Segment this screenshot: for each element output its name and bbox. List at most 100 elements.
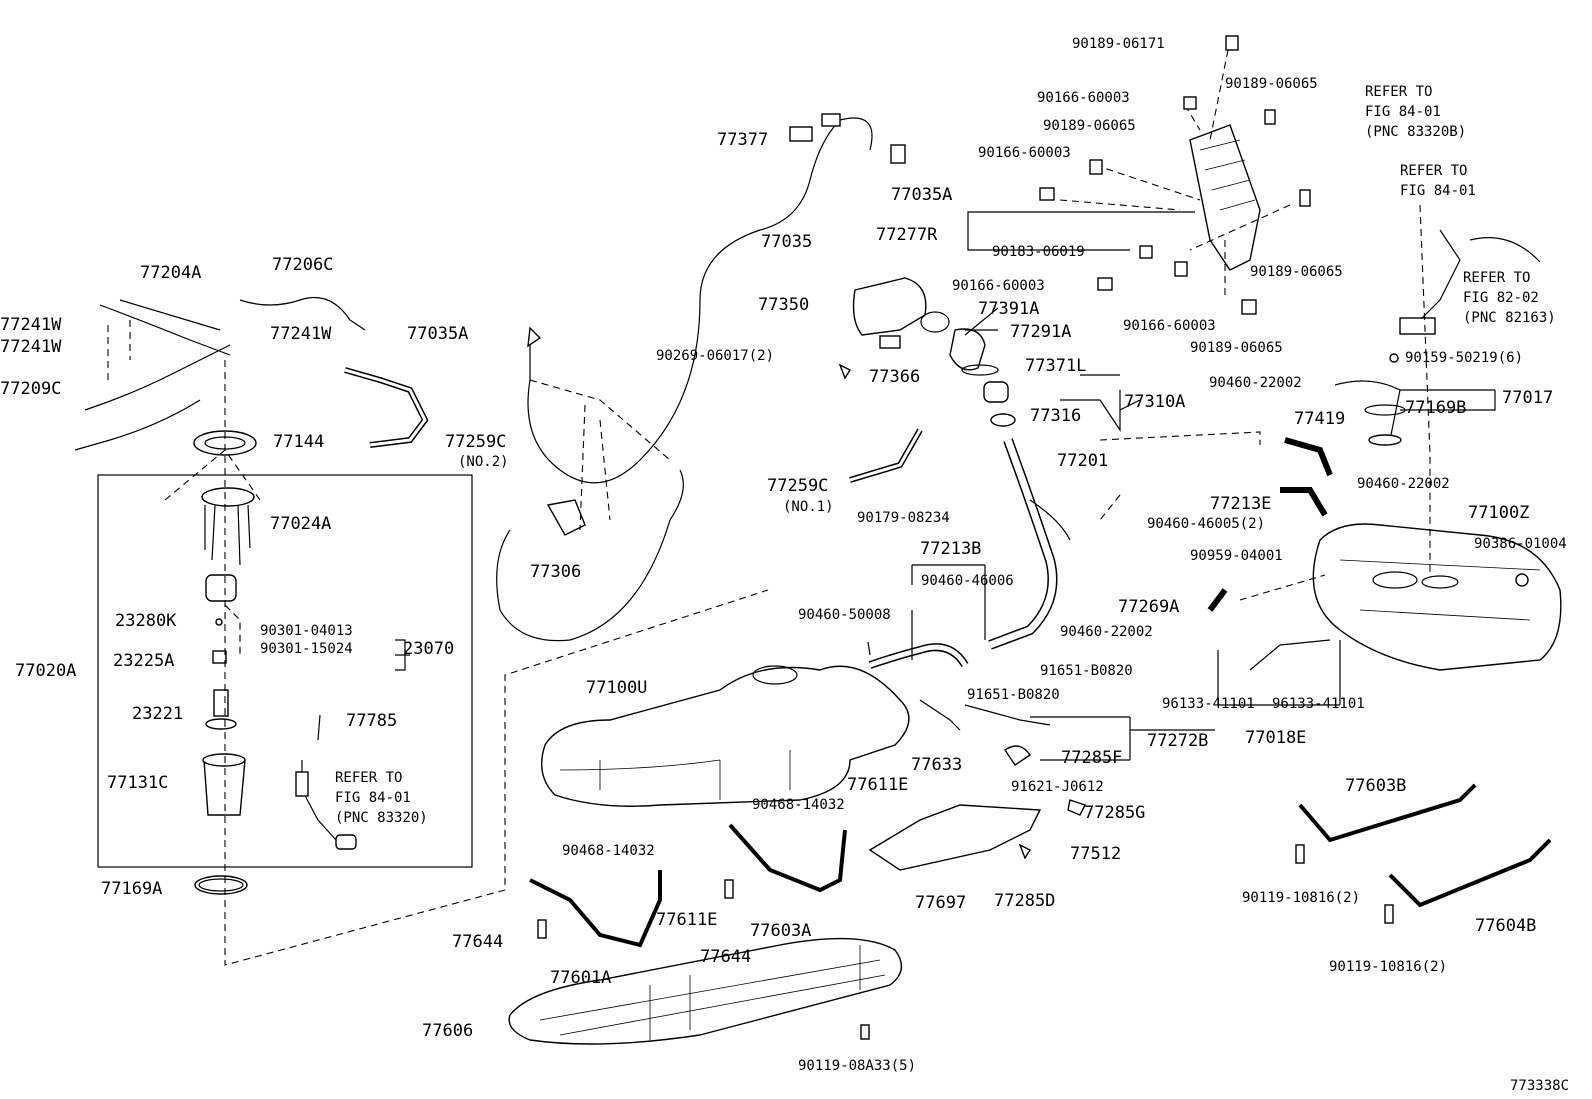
label-91651-B0820: 91651-B0820 [1040, 663, 1133, 679]
label-90386-01004: 90386-01004 [1474, 536, 1567, 552]
label-77606: 77606 [422, 1021, 473, 1041]
label-77035A: 77035A [407, 324, 468, 344]
label-77259C: 77259C [767, 476, 828, 496]
label-77611E: 77611E [847, 775, 908, 795]
label-77269A: 77269A [1118, 597, 1179, 617]
label-77604B: 77604B [1475, 916, 1536, 936]
label-90301-04013: 90301-04013 [260, 623, 353, 639]
main-fuel-tank [541, 643, 969, 807]
label-77285D: 77285D [994, 891, 1055, 911]
label-77377: 77377 [717, 130, 768, 150]
label-77611E: 77611E [656, 910, 717, 930]
heat-shield-assembly [1039, 35, 1311, 315]
label-fig-84-01: FIG 84-01 [1365, 104, 1441, 120]
label-90159-50219: 90159-50219(6) [1405, 350, 1523, 366]
strap-77603B [1298, 783, 1477, 843]
label-77291A: 77291A [1010, 322, 1071, 342]
label-90166-60003: 90166-60003 [952, 278, 1045, 294]
leader-lines [395, 211, 1496, 761]
label-77024A: 77024A [270, 514, 331, 534]
fuel-hoses [74, 299, 231, 451]
label-77366: 77366 [869, 367, 920, 387]
label-90119-10816: 90119-10816(2) [1242, 890, 1360, 906]
strap-77603A [728, 823, 847, 893]
label-77213E: 77213E [1210, 494, 1271, 514]
label-pnc-83320b: (PNC 83320B) [1365, 124, 1466, 140]
pump-cushion [212, 650, 227, 664]
label-90460-46005: 90460-46005(2) [1147, 516, 1265, 532]
label-77213B: 77213B [920, 539, 981, 559]
label-77697: 77697 [915, 893, 966, 913]
label-no1: (NO.1) [783, 499, 834, 515]
label-77131C: 77131C [107, 773, 168, 793]
label-23280K: 23280K [115, 611, 177, 631]
pump-assembly-box [97, 474, 473, 868]
fuel-lid-cable [496, 113, 906, 642]
label-77209C: 77209C [0, 379, 61, 399]
label-90166-60003: 90166-60003 [1037, 90, 1130, 106]
label-77100Z: 77100Z [1468, 503, 1529, 523]
label-77603B: 77603B [1345, 776, 1406, 796]
label-90959-04001: 90959-04001 [1190, 548, 1283, 564]
label-77018E: 77018E [1245, 728, 1306, 748]
sender-gauge [1334, 380, 1401, 441]
pump-module-cap [201, 487, 255, 507]
label-90468-14032: 90468-14032 [752, 797, 845, 813]
label-90166-60003: 90166-60003 [1123, 318, 1216, 334]
label-77371L: 77371L [1025, 356, 1086, 376]
label-77169A: 77169A [101, 879, 162, 899]
label-fig-84-01: FIG 84-01 [335, 790, 411, 806]
label-90460-22002: 90460-22002 [1357, 476, 1450, 492]
lid-cable [527, 117, 873, 484]
heat-shield [1189, 124, 1261, 271]
lid-lock [546, 499, 586, 536]
diagram-id: 773338C [1510, 1078, 1569, 1094]
leader-dashes-left [107, 320, 769, 966]
tank-straps [529, 699, 1552, 1040]
label-90460-46006: 90460-46006 [921, 573, 1014, 589]
filler-neck-parts [838, 277, 1071, 650]
label-77144: 77144 [273, 432, 324, 452]
label-90460-50008: 90460-50008 [798, 607, 891, 623]
label-77633: 77633 [911, 755, 962, 775]
label-77391A: 77391A [978, 299, 1039, 319]
label-refer-to: REFER TO [1400, 163, 1467, 179]
label-90179-08234: 90179-08234 [857, 510, 950, 526]
label-pnc-82163: (PNC 82163) [1463, 310, 1556, 326]
hose-no1 [849, 428, 923, 483]
label-77241W: 77241W [0, 315, 62, 335]
main-tank-body [541, 665, 910, 807]
strap-77601A [529, 870, 662, 948]
label-refer-to: REFER TO [335, 770, 402, 786]
sub-fuel-tank [1099, 204, 1562, 671]
label-77201: 77201 [1057, 451, 1108, 471]
label-90183-06019: 90183-06019 [992, 244, 1085, 260]
fuel-lid [852, 277, 927, 336]
label-77277R: 77277R [876, 225, 938, 245]
label-77020A: 77020A [15, 661, 76, 681]
label-77603A: 77603A [750, 921, 811, 941]
label-77035A: 77035A [891, 185, 952, 205]
label-77601A: 77601A [550, 968, 611, 988]
strap-77604B [1388, 838, 1552, 908]
label-77285F: 77285F [1061, 748, 1122, 768]
label-91651-B0820: 91651-B0820 [967, 687, 1060, 703]
label-23225A: 23225A [113, 651, 174, 671]
label-77206C: 77206C [272, 255, 333, 275]
label-refer-to: REFER TO [1463, 270, 1530, 286]
label-77316: 77316 [1030, 406, 1081, 426]
label-96133-41101: 96133-41101 [1272, 696, 1365, 712]
label-96133-41101: 96133-41101 [1162, 696, 1255, 712]
label-77350: 77350 [758, 295, 809, 315]
label-no2: (NO.2) [458, 454, 509, 470]
label-77100U: 77100U [586, 678, 647, 698]
label-90468-14032: 90468-14032 [562, 843, 655, 859]
label-pnc-83320: (PNC 83320) [335, 810, 428, 826]
fuel-pump-assembly [74, 296, 473, 895]
label-77512: 77512 [1070, 844, 1121, 864]
label-23070: 23070 [403, 639, 454, 659]
sub-tank-body [1312, 523, 1562, 671]
pump-filter-body [205, 574, 237, 602]
label-77035: 77035 [761, 232, 812, 252]
